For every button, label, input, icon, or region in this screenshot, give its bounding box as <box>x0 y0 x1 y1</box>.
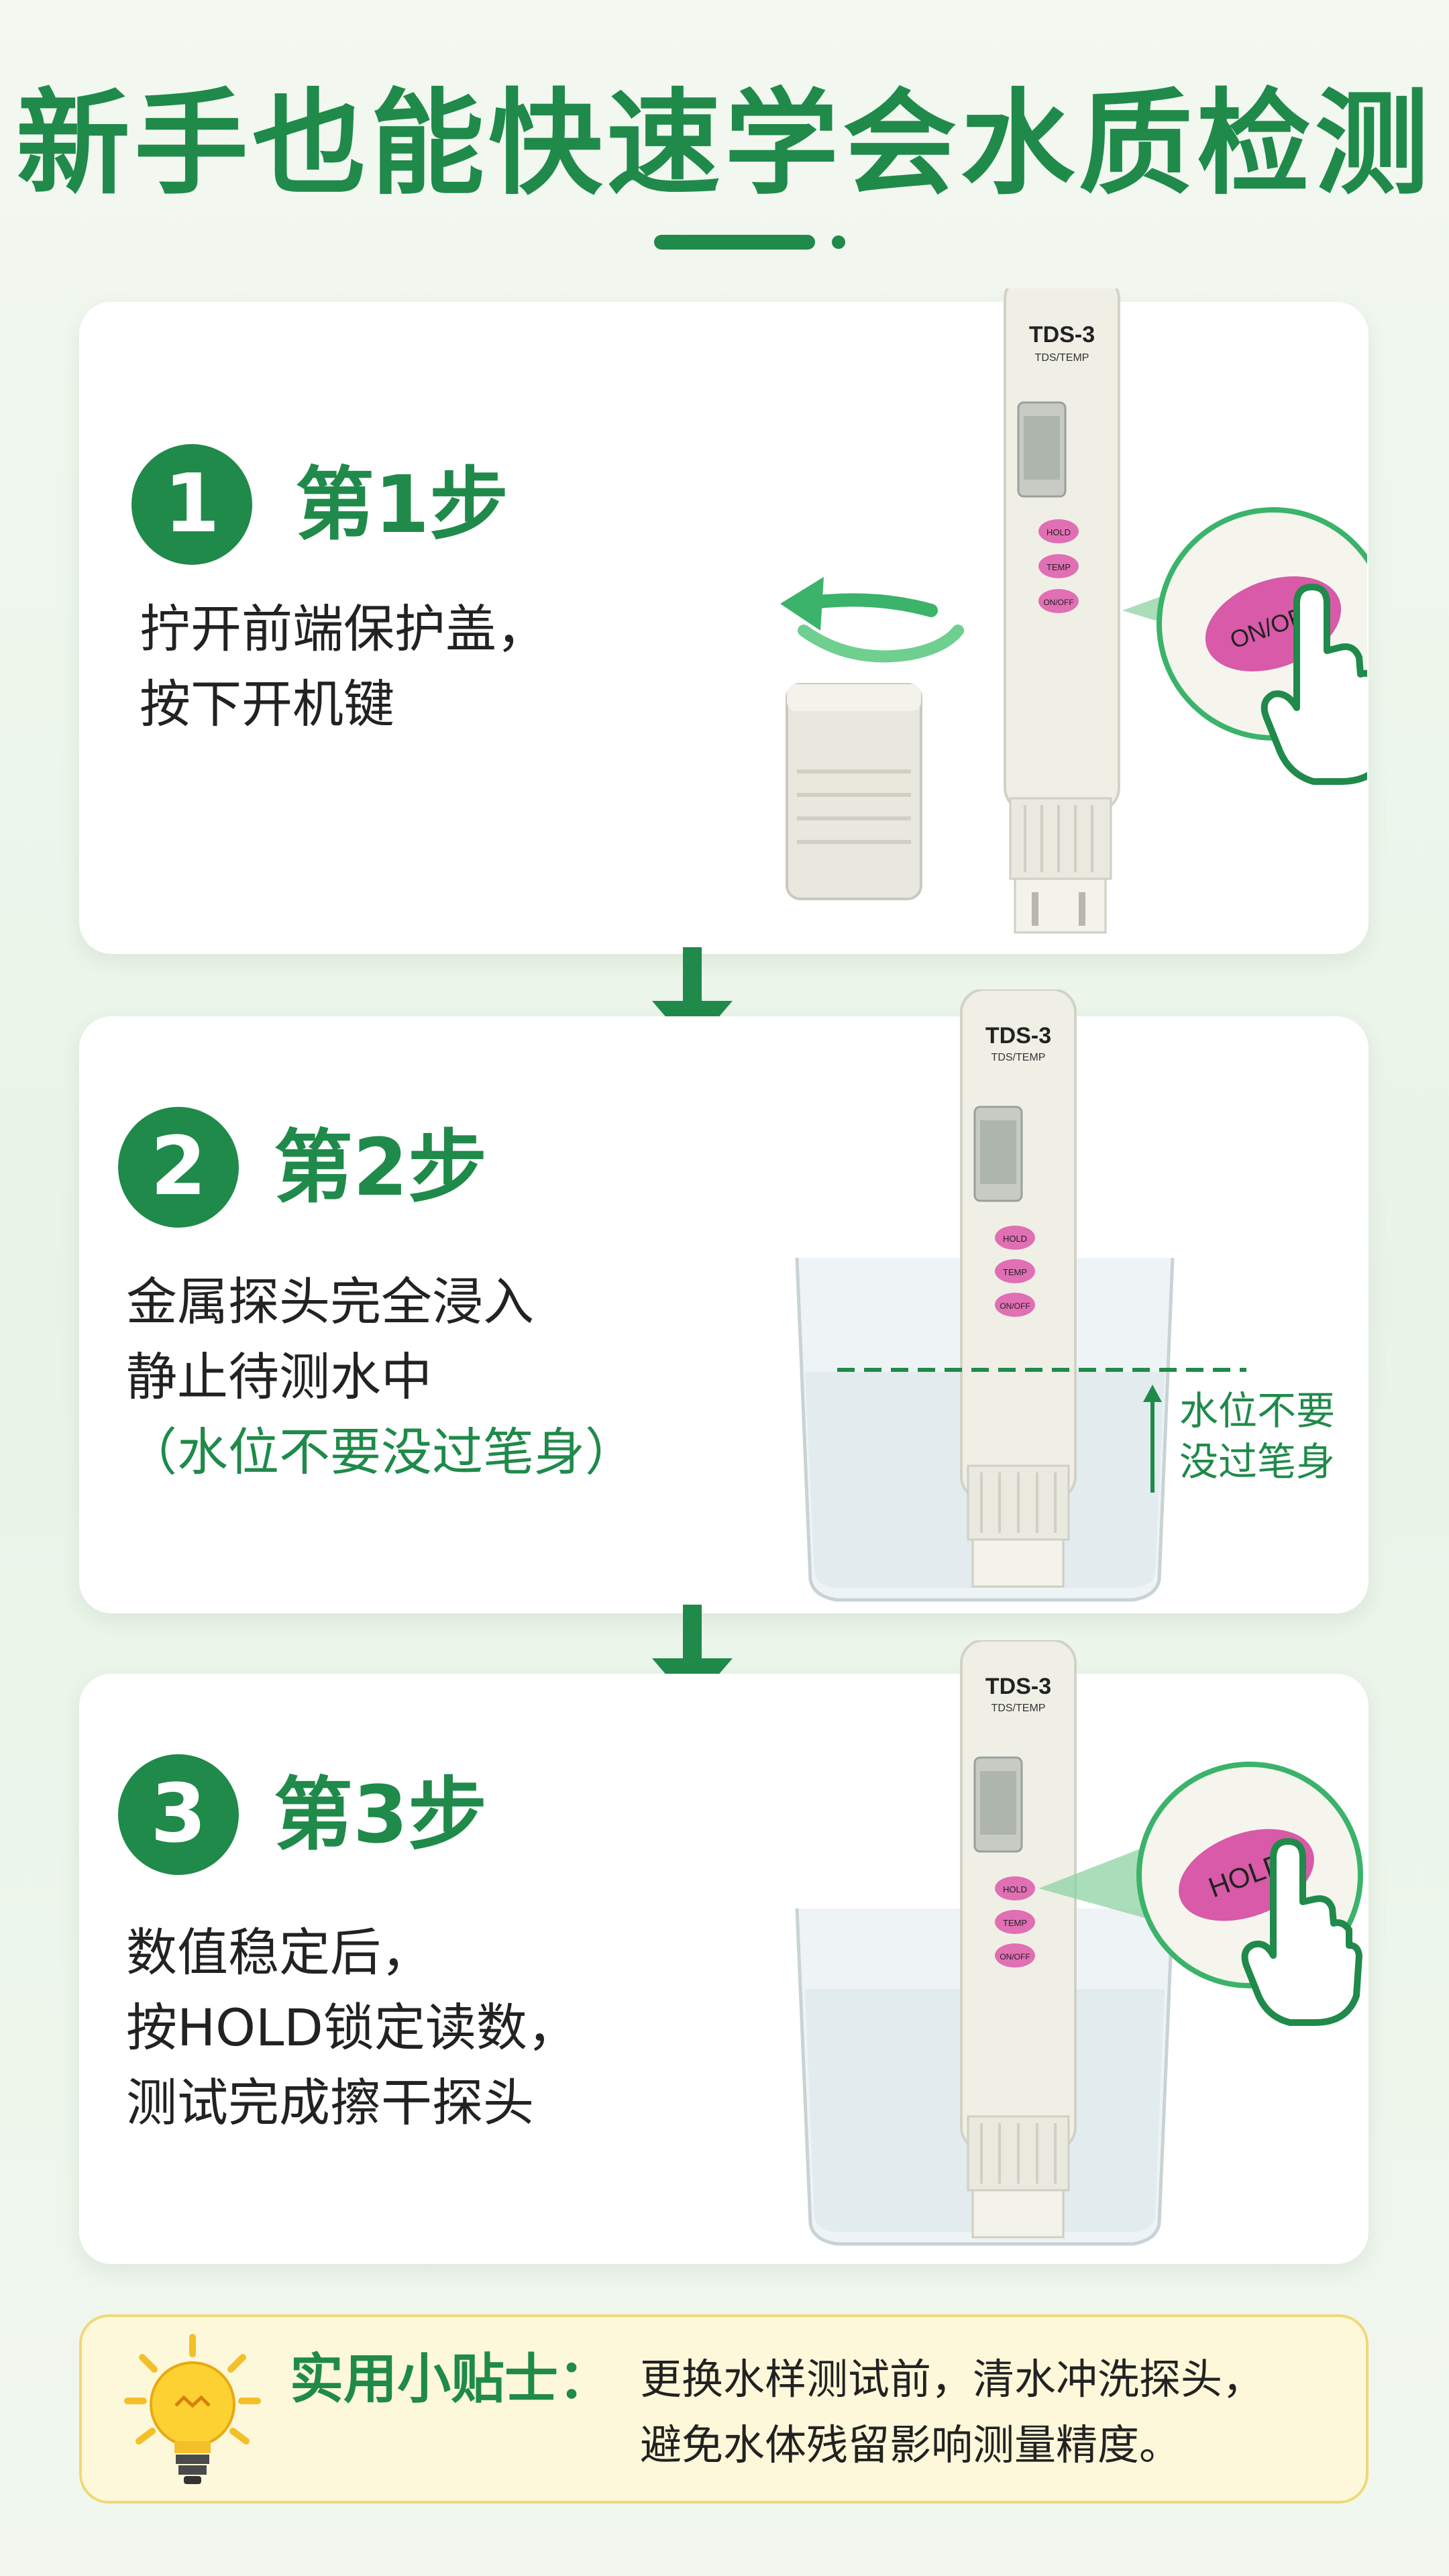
step-1-illustration: TDS-3 TDS/TEMP HOLD TEMP ON/OFF ON/OFF <box>780 288 1367 934</box>
svg-text:TEMP: TEMP <box>1003 1267 1027 1277</box>
svg-text:HOLD: HOLD <box>1046 527 1071 537</box>
step-1-line-1: 拧开前端保护盖， <box>140 599 547 659</box>
svg-text:TDS-3: TDS-3 <box>1029 322 1095 347</box>
tip-line-2: 避免水体残留影响测量精度。 <box>640 2420 1181 2469</box>
svg-text:ON/OFF: ON/OFF <box>1000 1952 1030 1962</box>
water-level-arrow-icon <box>1143 1385 1162 1493</box>
step-2-line-2: 静止待测水中 <box>126 1347 432 1407</box>
svg-text:ON/OFF: ON/OFF <box>1043 598 1073 607</box>
lightbulb-icon <box>124 2334 261 2484</box>
tip-box: 实用小贴士： 更换水样测试前，清水冲洗探头， 避免水体残留影响测量精度。 <box>79 2314 1368 2504</box>
svg-text:ON/OFF: ON/OFF <box>1000 1301 1030 1311</box>
pointing-hand-icon <box>1241 1838 1362 2026</box>
step-2-card: 2 第2步 金属探头完全浸入 静止待测水中 （水位不要没过笔身） TDS-3 T… <box>79 989 1368 1613</box>
svg-text:TEMP: TEMP <box>1046 562 1071 572</box>
page-title: 新手也能快速学会水质检测 <box>15 78 1433 211</box>
tip-title: 实用小贴士： <box>290 2348 612 2410</box>
step-1-title: 第1步 <box>295 458 509 551</box>
title-underline <box>654 235 815 250</box>
protective-cap <box>786 683 922 900</box>
onoff-callout: ON/OFF <box>1157 507 1367 785</box>
step-2-title: 第2步 <box>274 1121 488 1214</box>
step-1-line-2: 按下开机键 <box>140 674 394 734</box>
svg-text:HOLD: HOLD <box>1003 1234 1027 1244</box>
step-3-line-1: 数值稳定后， <box>126 1923 432 1982</box>
water-level-note-2: 没过笔身 <box>1179 1439 1336 1485</box>
step-3-line-2: 按HOLD锁定读数， <box>126 1998 578 2057</box>
tds-pen: TDS-3 TDS/TEMP HOLD TEMP ON/OFF <box>1004 288 1120 934</box>
step-3-badge: 3 <box>118 1754 239 1875</box>
step-2-illustration: TDS-3 TDS/TEMP HOLD TEMP ON/OFF <box>795 989 1246 1602</box>
step-3-line-3: 测试完成擦干探头 <box>126 2073 534 2133</box>
svg-text:TDS/TEMP: TDS/TEMP <box>991 1703 1046 1714</box>
svg-text:TEMP: TEMP <box>1003 1918 1027 1928</box>
svg-text:TDS-3: TDS-3 <box>985 1023 1051 1049</box>
title-dot <box>832 235 845 249</box>
svg-text:TDS/TEMP: TDS/TEMP <box>991 1052 1046 1063</box>
step-3-illustration: TDS-3 TDS/TEMP HOLD TEMP ON/OFF HOLD <box>795 1640 1363 2246</box>
pointing-hand-icon <box>1260 584 1367 785</box>
step-1-badge: 1 <box>131 444 252 565</box>
step-2-note: （水位不要没过笔身） <box>126 1422 636 1482</box>
rotate-arrow-icon <box>780 577 964 663</box>
step-1-card: 1 第1步 拧开前端保护盖， 按下开机键 TDS-3 TDS/TEMP <box>79 288 1368 954</box>
svg-text:TDS/TEMP: TDS/TEMP <box>1035 352 1089 364</box>
svg-text:TDS-3: TDS-3 <box>985 1674 1051 1699</box>
step-2-badge: 2 <box>118 1107 239 1228</box>
tip-line-1: 更换水样测试前，清水冲洗探头， <box>640 2355 1265 2404</box>
step-3-title: 第3步 <box>274 1768 488 1861</box>
water-level-note-1: 水位不要 <box>1179 1388 1336 1434</box>
step-2-line-1: 金属探头完全浸入 <box>126 1272 534 1332</box>
svg-text:HOLD: HOLD <box>1003 1884 1027 1894</box>
step-3-card: 3 第3步 数值稳定后， 按HOLD锁定读数， 测试完成擦干探头 TDS-3 T… <box>79 1640 1368 2264</box>
hold-callout: HOLD <box>1136 1762 1363 2026</box>
